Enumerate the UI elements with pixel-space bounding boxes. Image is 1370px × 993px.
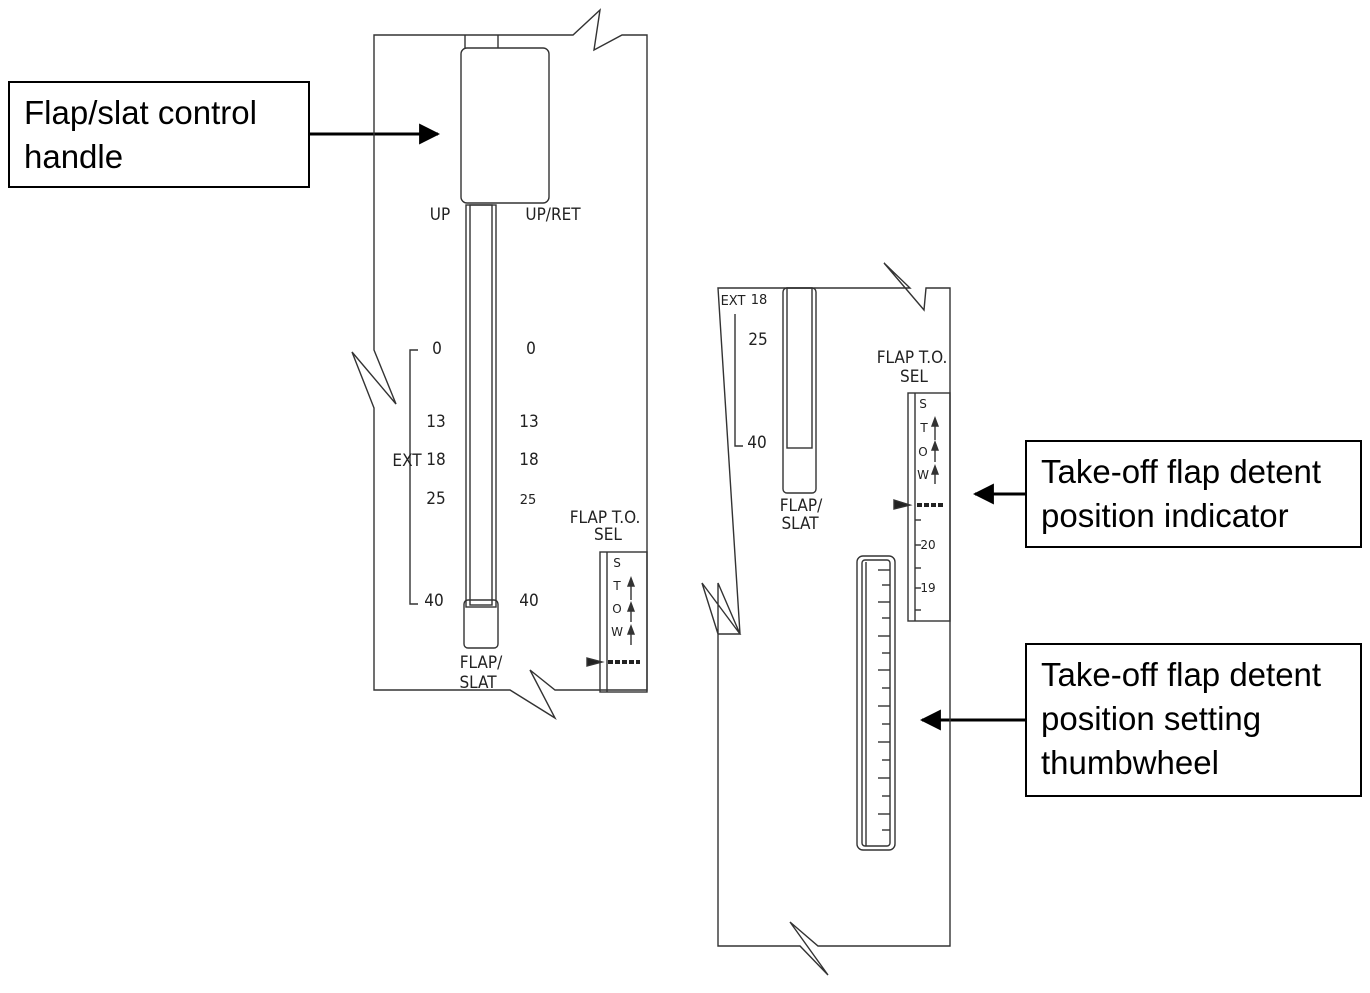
right-stow-w: W: [917, 468, 929, 482]
left-handle-slot-bottom: [463, 599, 499, 649]
left-handle-slot: [465, 204, 497, 608]
thumbwheel-ticks: [878, 569, 890, 831]
flap-slat-handle[interactable]: [460, 47, 550, 204]
indicator-scale-19: 19: [920, 581, 935, 595]
right-scale-25: 25: [520, 493, 537, 508]
takeoff-flap-thumbwheel[interactable]: [856, 555, 896, 851]
right-scale-18: 18: [751, 293, 768, 308]
left-stow-t: T: [612, 579, 621, 593]
indicator-scale-20: 20: [920, 538, 935, 552]
right-flap-panel: [701, 262, 951, 976]
right-scale-25: 25: [748, 330, 767, 350]
right-scale-13: 13: [519, 412, 538, 432]
left-scale-18: 18: [426, 450, 445, 470]
right-scale-0: 0: [526, 339, 536, 359]
right-slat-label: SLAT: [781, 514, 819, 534]
right-ext-bracket: [734, 314, 743, 447]
left-slat-label: SLAT: [459, 673, 497, 693]
callout-flap-slat-handle: Flap/slat control handle: [8, 81, 310, 188]
left-flap-panel: [351, 8, 648, 720]
right-stow-o: O: [918, 445, 927, 459]
right-ext-label: EXT: [721, 294, 746, 309]
left-stow-w: W: [611, 625, 623, 639]
right-scale-40: 40: [747, 433, 766, 453]
right-handle-slot-inner: [786, 287, 813, 449]
left-upret-label: UP/RET: [525, 205, 581, 225]
left-sel-title-1: FLAP T.O.: [570, 508, 641, 528]
right-stow-t: T: [919, 421, 928, 435]
right-flap-label: FLAP/: [780, 496, 823, 516]
left-handle-slot-inner: [469, 204, 493, 606]
right-handle-slot: [782, 287, 817, 494]
right-stow-s: S: [919, 397, 927, 411]
left-scale-40: 40: [424, 591, 443, 611]
left-scale-0: 0: [432, 339, 442, 359]
right-scale-18: 18: [519, 450, 538, 470]
right-scale-40: 40: [519, 591, 538, 611]
callout-takeoff-indicator: Take-off flap detent position indicator: [1025, 440, 1362, 548]
left-ext-bracket: [409, 349, 418, 605]
left-panel-outline: [351, 8, 648, 720]
left-takeoff-window: [586, 551, 648, 693]
right-panel-outline: [701, 262, 951, 976]
left-stow-s: S: [613, 556, 621, 570]
left-scale-25: 25: [426, 489, 445, 509]
left-ext-label: EXT: [392, 451, 422, 471]
left-scale-13: 13: [426, 412, 445, 432]
takeoff-flap-indicator: [907, 392, 951, 622]
left-flap-label: FLAP/: [460, 653, 503, 673]
left-stow-o: O: [612, 602, 621, 616]
callout-takeoff-thumbwheel: Take-off flap detent position setting th…: [1025, 643, 1362, 797]
right-sel-title-1: FLAP T.O.: [877, 348, 948, 368]
left-up-label: UP: [430, 205, 450, 225]
left-sel-title-2: SEL: [594, 525, 622, 545]
right-sel-title-2: SEL: [900, 367, 928, 387]
